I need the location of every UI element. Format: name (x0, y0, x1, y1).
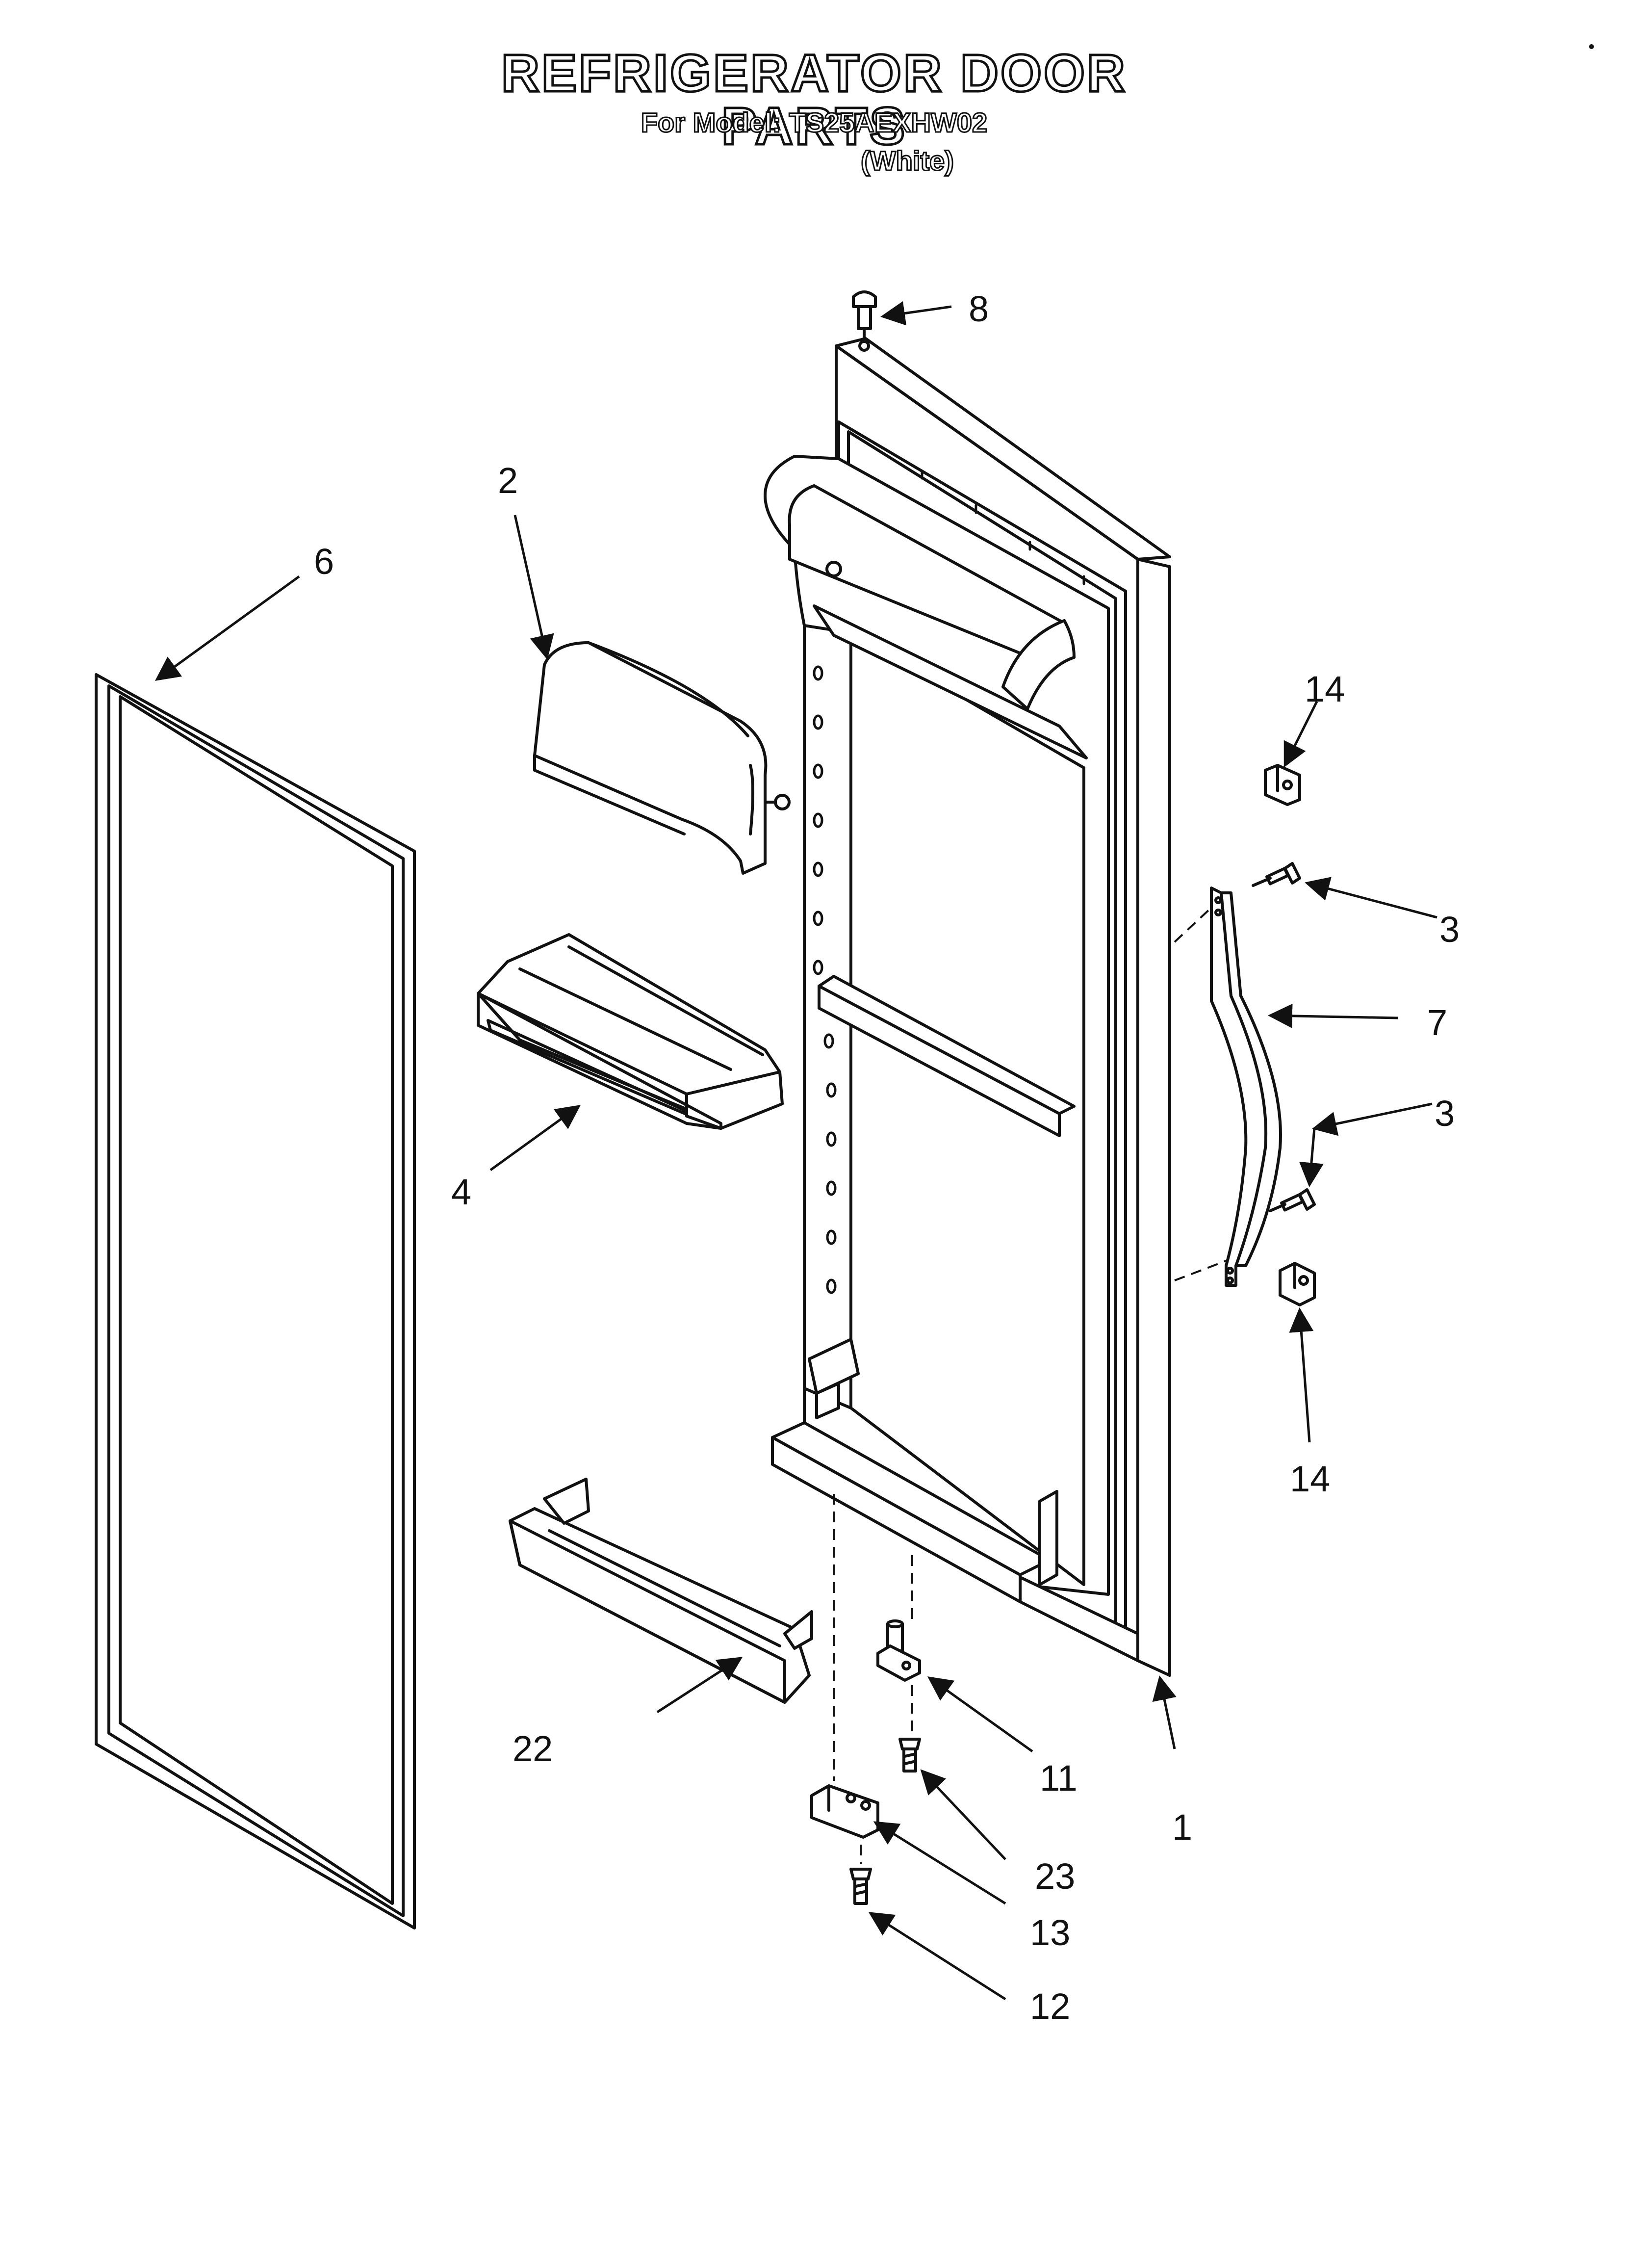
callout-14-bottom: 14 (1290, 1459, 1330, 1499)
callout-12: 12 (1030, 1986, 1070, 2027)
callout-3-bottom: 3 (1435, 1093, 1455, 1134)
handle-clip-top-part (1264, 764, 1301, 806)
leader-arrows (154, 301, 1437, 2001)
callout-4: 4 (451, 1172, 471, 1212)
callout-7: 7 (1427, 1002, 1447, 1043)
door-bin-part (477, 933, 784, 1130)
callout-8: 8 (969, 288, 989, 329)
handle-screw-top-part (1252, 862, 1301, 887)
corner-mark (1589, 44, 1594, 49)
callout-labels: 8 6 2 14 3 7 3 4 14 22 11 1 23 13 12 (314, 288, 1460, 2027)
callout-2: 2 (498, 460, 518, 501)
door-gasket-part (95, 673, 416, 1929)
pin-screw-part (898, 1738, 921, 1773)
callout-1: 1 (1172, 1807, 1192, 1848)
model-line: For Model: TS25AEXHW02 (640, 107, 988, 138)
hinge-plug-part (852, 290, 877, 352)
shelf-peg-holes (813, 665, 837, 1294)
dairy-cover-part (533, 641, 791, 875)
door-edge-dashes (921, 469, 1117, 1581)
callout-23: 23 (1035, 1856, 1075, 1897)
door-part (764, 337, 1171, 1677)
handle-screw-bottom-part (1269, 1188, 1316, 1212)
hinge-screw-part (849, 1868, 872, 1905)
callout-3-top: 3 (1439, 909, 1460, 950)
color-variant: (White) (860, 145, 955, 176)
hinge-pin-part (876, 1619, 921, 1682)
bottom-shelf-part (509, 1478, 813, 1704)
page-title: REFRIGERATOR DOOR PARTS (500, 43, 1128, 156)
assembly-guide-lines (833, 907, 1227, 1864)
callout-6: 6 (314, 541, 334, 582)
callout-22: 22 (513, 1728, 553, 1769)
handle-part (1210, 886, 1282, 1287)
handle-clip-bottom-part (1279, 1262, 1316, 1306)
bottom-hinge-part (810, 1784, 879, 1839)
callout-11: 11 (1040, 1758, 1078, 1799)
callout-13: 13 (1030, 1912, 1070, 1953)
callout-14-top: 14 (1305, 669, 1345, 709)
